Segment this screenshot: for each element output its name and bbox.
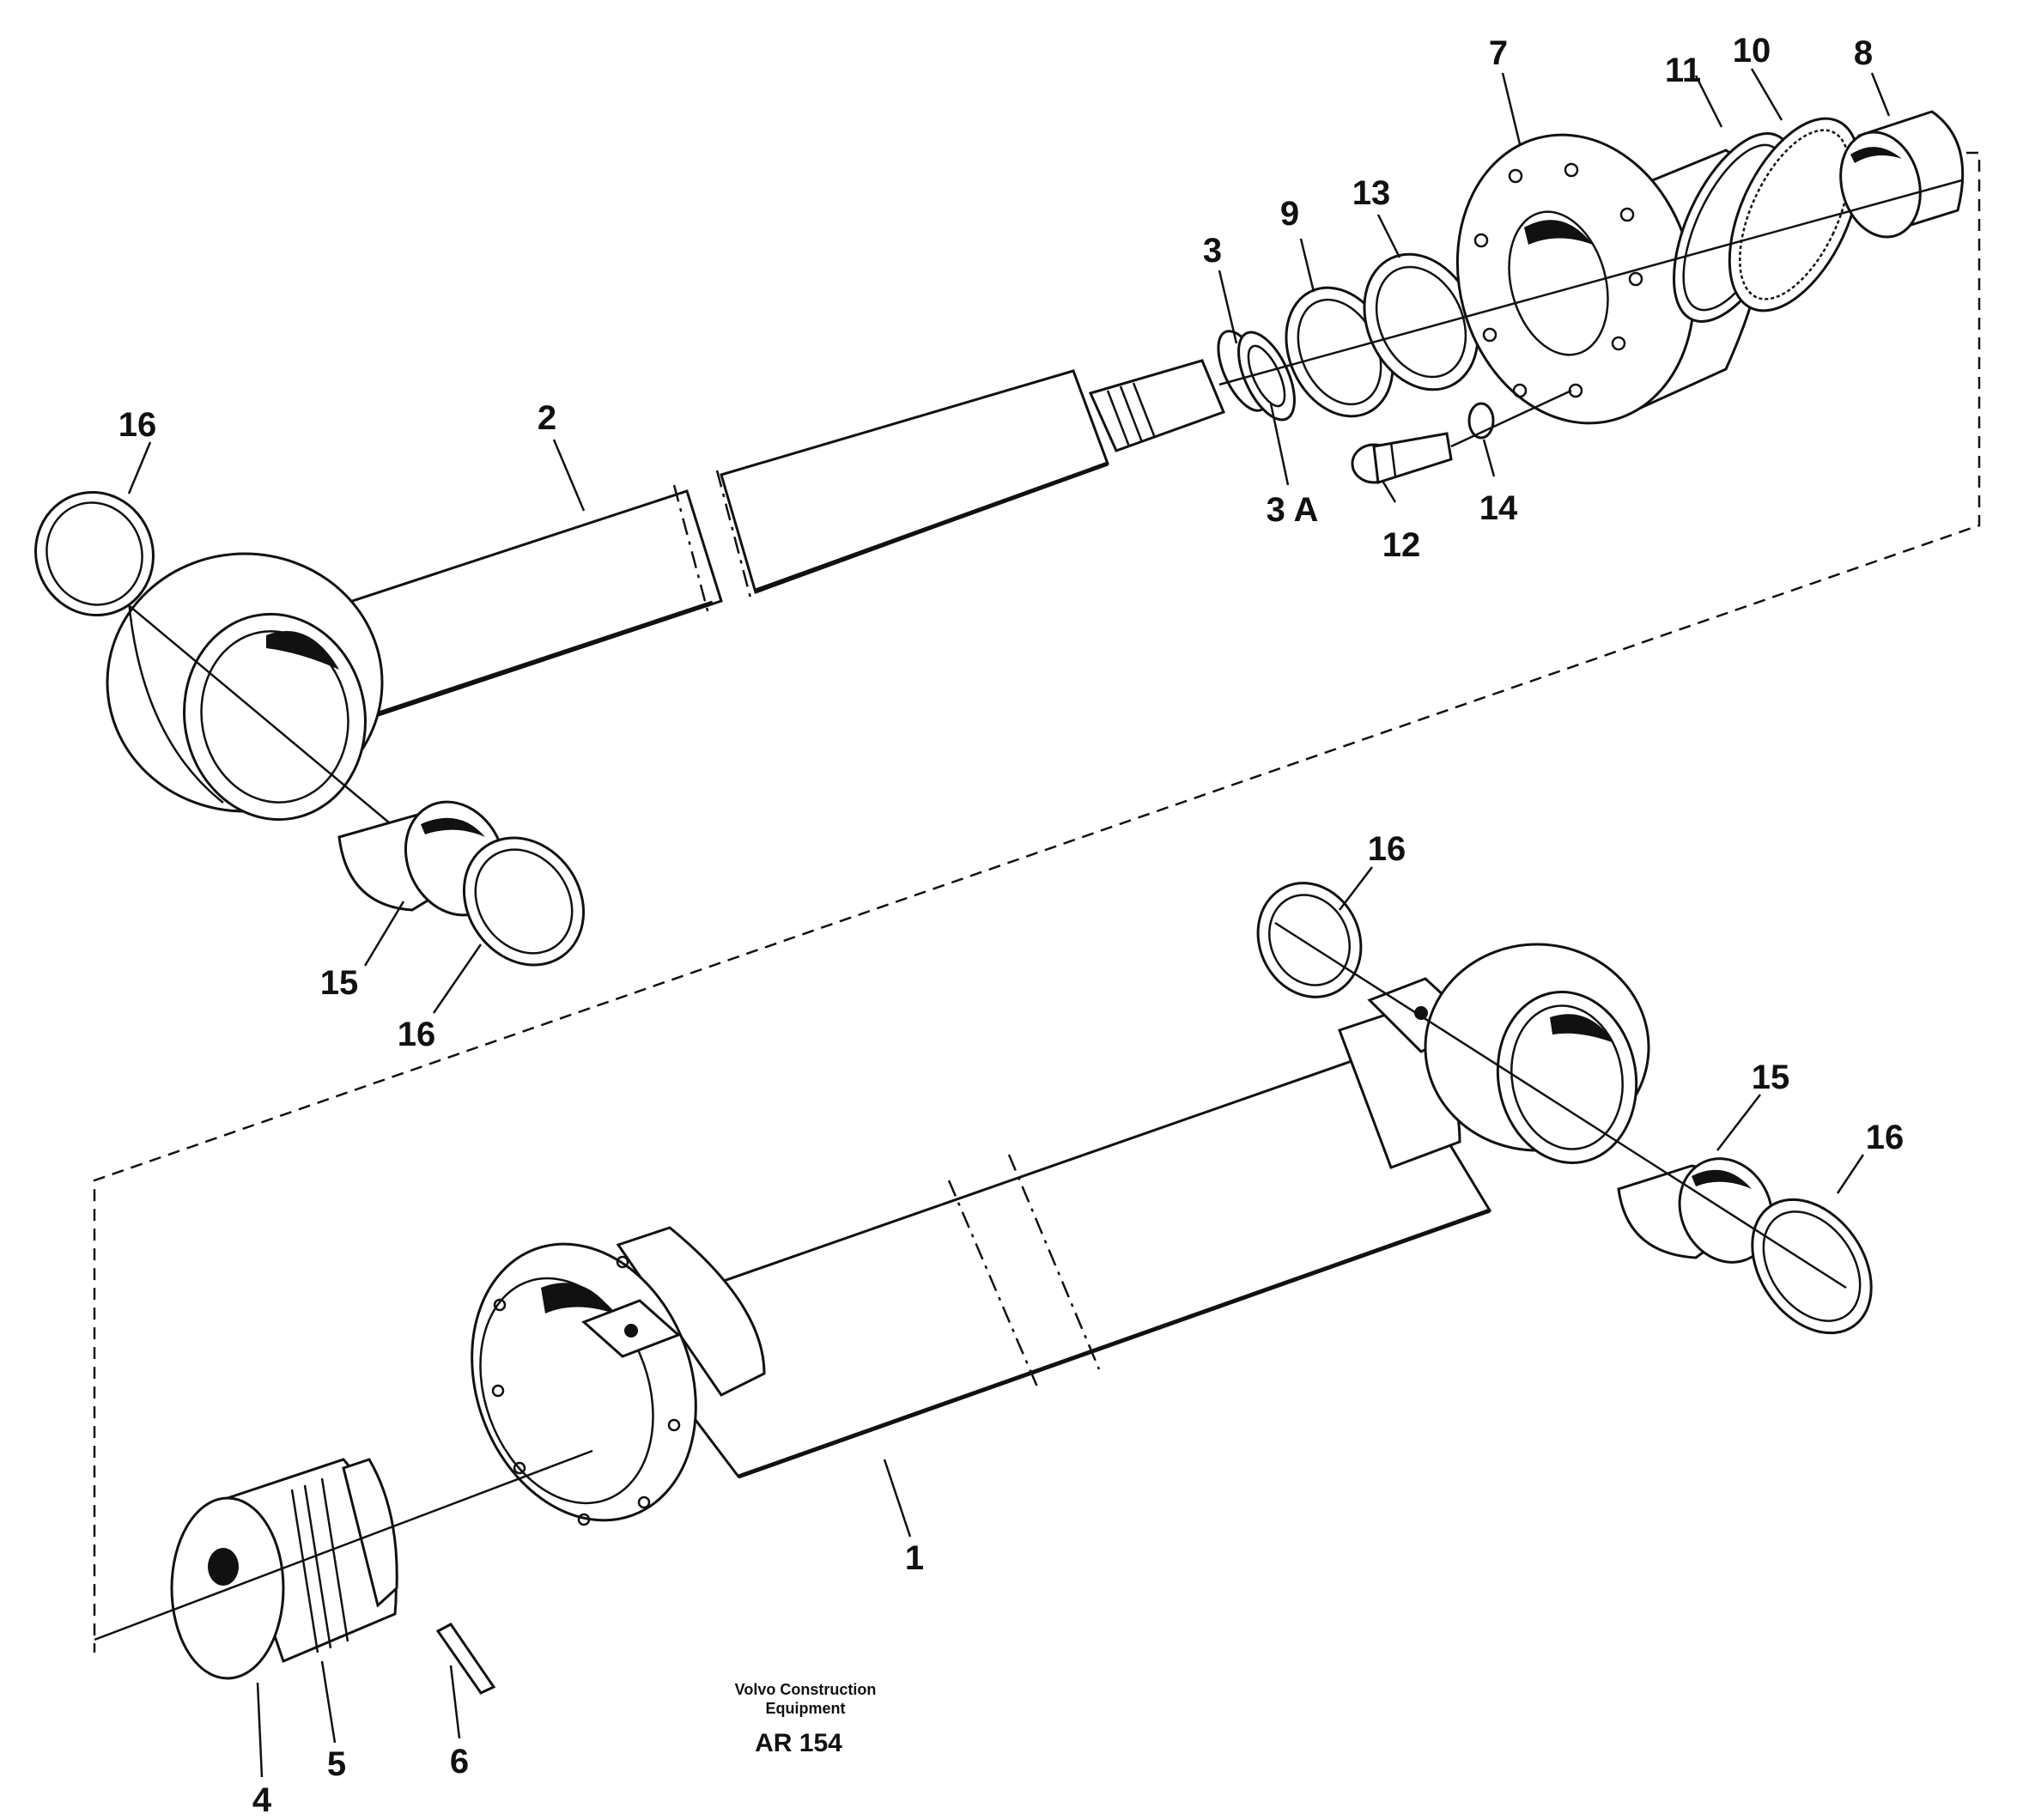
piston-rod [51, 359, 1225, 889]
axis-line [1274, 921, 1847, 1289]
seal-ring [462, 836, 586, 967]
callout-15: 15 [1752, 1059, 1790, 1096]
callout-2: 2 [538, 399, 556, 437]
callout-3a: 3 A [1267, 491, 1319, 529]
callout-11: 10 [1733, 32, 1771, 70]
drawing-code: AR 154 [755, 1729, 842, 1757]
callout-6: 6 [450, 1743, 469, 1781]
caption-company-line2: Equipment [766, 1700, 846, 1717]
callout-15: 15 [320, 964, 359, 1002]
washer [1450, 389, 1572, 448]
callout-9: 13 [1352, 174, 1391, 212]
callout-13: 12 [1382, 526, 1421, 564]
cylinder-tube [471, 943, 1650, 1526]
callout-16: 16 [118, 406, 157, 444]
callout-5: 5 [327, 1745, 346, 1783]
callout-1: 1 [905, 1539, 924, 1577]
callout-16: 16 [398, 1016, 436, 1053]
piston-ring [1728, 117, 1862, 312]
callout-7: 7 [1489, 34, 1508, 72]
axis-line [1218, 179, 1963, 386]
caption-company: Volvo Construction [735, 1681, 877, 1698]
callout-14: 14 [1479, 489, 1518, 527]
callout-8: 8 [1854, 34, 1873, 72]
screw [1351, 432, 1453, 484]
assembly-dashed-line [93, 151, 1981, 1653]
axis-line [94, 1449, 593, 1641]
callout-4: 4 [252, 1781, 272, 1819]
callout-12: 11 [1665, 52, 1701, 89]
callout-16: 16 [1368, 830, 1406, 868]
callout-3: 3 [1203, 232, 1222, 270]
callout-16: 16 [1866, 1119, 1905, 1156]
seal-ring [34, 490, 155, 617]
pin [435, 1623, 496, 1695]
leader-lines [127, 68, 1891, 1778]
piston [170, 1458, 398, 1680]
seal-ring [1256, 882, 1363, 998]
callout-10: 9 [1280, 195, 1299, 233]
